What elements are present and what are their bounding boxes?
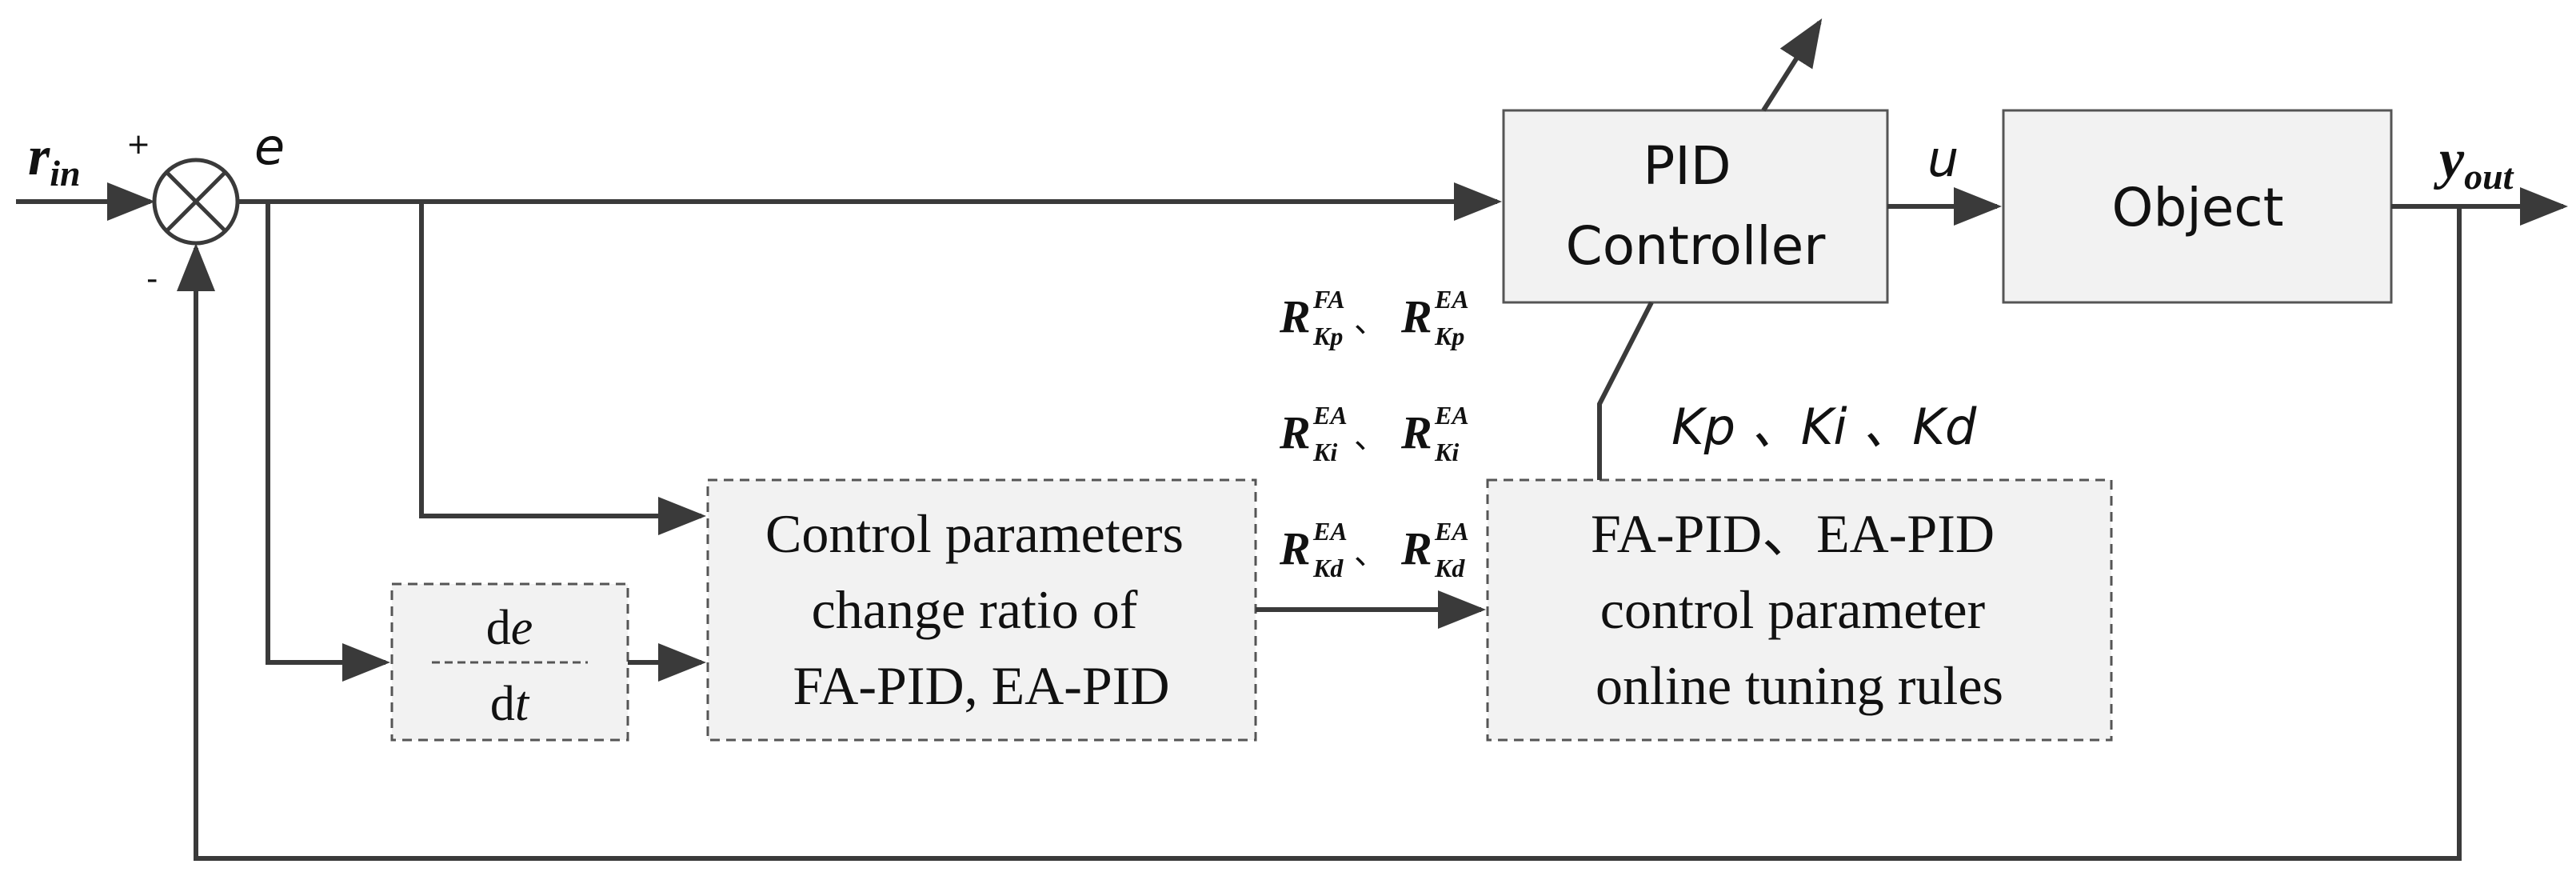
- svg-text:Ki: Ki: [1434, 438, 1459, 466]
- derivative-fraction: de dt: [432, 601, 588, 731]
- svg-text:EA: EA: [1434, 517, 1469, 546]
- svg-text:EA: EA: [1312, 401, 1348, 430]
- error-to-derivative-arrow: [266, 202, 390, 682]
- svg-text:Kd: Kd: [1434, 554, 1465, 582]
- r-in-label: rin: [28, 126, 81, 194]
- svg-text:R: R: [1400, 522, 1432, 574]
- minus-sign: -: [146, 261, 158, 298]
- object-label: Object: [2112, 177, 2284, 238]
- svg-text:de: de: [486, 601, 533, 655]
- error-label: e: [254, 118, 285, 176]
- object-block: [2002, 109, 2393, 304]
- plus-sign: +: [126, 128, 150, 161]
- svg-text:R: R: [1279, 406, 1311, 458]
- feedback-arrow: [177, 206, 2462, 861]
- pid-adjust-arrow: [1761, 18, 1823, 112]
- svg-text:R: R: [1400, 406, 1432, 458]
- y-out-label: yout: [2434, 129, 2514, 197]
- svg-text:dt: dt: [490, 677, 530, 731]
- svg-text:Kd: Kd: [1312, 554, 1344, 582]
- svg-text:R: R: [1279, 290, 1311, 342]
- svg-text:EA: EA: [1312, 517, 1348, 546]
- summing-junction: [152, 158, 240, 246]
- error-to-ratio-arrow: [419, 202, 706, 535]
- svg-text:Kp: Kp: [1312, 322, 1343, 350]
- pid-controller-label: PID Controller: [1566, 135, 1827, 277]
- tuning-rules-label: FA-PID、EA-PID control parameter online t…: [1591, 503, 2008, 716]
- pid-controller-block: [1502, 109, 1889, 304]
- svg-text:、: 、: [1354, 419, 1386, 456]
- svg-text:FA: FA: [1312, 285, 1345, 314]
- svg-text:EA: EA: [1434, 285, 1469, 314]
- change-ratio-block: [706, 478, 1257, 742]
- svg-text:Ki: Ki: [1312, 438, 1337, 466]
- svg-text:Kp: Kp: [1434, 322, 1464, 350]
- u-label: u: [1927, 130, 1959, 188]
- svg-text:、: 、: [1354, 303, 1386, 340]
- change-ratio-label: Control parameters change ratio of FA-PI…: [765, 503, 1197, 716]
- svg-text:、: 、: [1354, 535, 1386, 572]
- gains-label: Kp 、Ki 、Kd: [1671, 398, 1977, 456]
- svg-text:R: R: [1400, 290, 1432, 342]
- svg-text:EA: EA: [1434, 401, 1469, 430]
- tuning-rules-block: [1486, 478, 2113, 742]
- rules-to-pid-line: [1597, 301, 1654, 480]
- svg-text:R: R: [1279, 522, 1311, 574]
